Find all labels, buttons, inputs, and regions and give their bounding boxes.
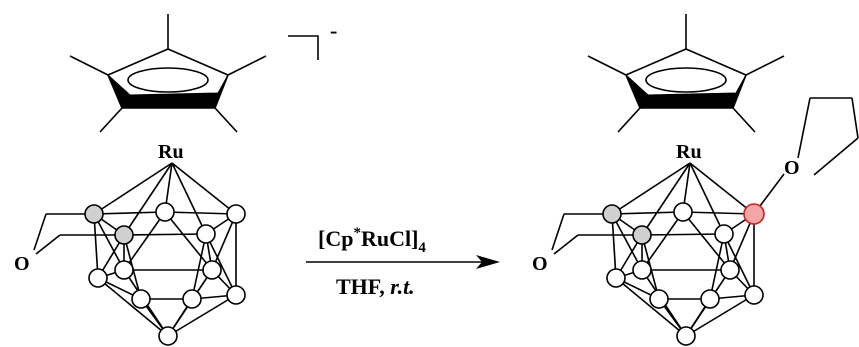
carbon-vertex bbox=[602, 204, 622, 224]
reactant-charge-bracket: - bbox=[288, 18, 337, 60]
reaction-arrow: [Cp*RuCl]4 THF, r.t. bbox=[306, 225, 500, 299]
product-ru-label: Ru bbox=[676, 141, 702, 163]
reactant-ru-label: Ru bbox=[158, 141, 184, 163]
boron-vertex bbox=[744, 285, 764, 305]
reactant-complex: - Ru bbox=[14, 14, 337, 346]
carbon-vertex bbox=[84, 204, 104, 224]
reagent-label: [Cp*RuCl]4 bbox=[318, 225, 426, 256]
arrow-head bbox=[476, 255, 500, 269]
product-cage-vertices bbox=[602, 202, 765, 346]
substituted-boron-vertex bbox=[743, 203, 765, 225]
boron-vertex bbox=[649, 289, 669, 309]
thf-oxygen-label: O bbox=[784, 157, 800, 179]
boron-vertex bbox=[720, 260, 740, 280]
reactant-oxygen-label: O bbox=[14, 253, 30, 275]
reactant-oxygen-bridge: O bbox=[14, 213, 124, 275]
reactant-cage-bonds bbox=[93, 162, 237, 337]
conditions-label: THF, r.t. bbox=[336, 274, 415, 299]
charge-label: - bbox=[330, 18, 337, 43]
boron-vertex bbox=[700, 289, 720, 309]
boron-vertex bbox=[632, 260, 652, 280]
boron-vertex bbox=[158, 326, 178, 346]
boron-vertex bbox=[202, 260, 222, 280]
product-complex: Ru bbox=[532, 14, 859, 346]
reactant-cp-star-ring bbox=[69, 14, 267, 133]
product-cage-bonds bbox=[611, 162, 755, 337]
boron-vertex bbox=[182, 289, 202, 309]
carbon-vertex bbox=[632, 225, 652, 245]
product-cp-star-ring bbox=[587, 14, 785, 133]
boron-vertex bbox=[676, 326, 696, 346]
boron-vertex bbox=[714, 224, 734, 244]
thf-ligand: O bbox=[753, 97, 859, 215]
boron-vertex bbox=[155, 202, 175, 222]
boron-vertex bbox=[88, 268, 108, 288]
reactant-cage-vertices bbox=[84, 202, 246, 346]
carbon-vertex bbox=[114, 225, 134, 245]
boron-vertex bbox=[673, 202, 693, 222]
boron-vertex bbox=[226, 285, 246, 305]
boron-vertex bbox=[606, 268, 626, 288]
boron-vertex bbox=[226, 204, 246, 224]
boron-vertex bbox=[196, 224, 216, 244]
boron-vertex bbox=[131, 289, 151, 309]
boron-vertex bbox=[114, 260, 134, 280]
product-oxygen-label: O bbox=[532, 253, 548, 275]
